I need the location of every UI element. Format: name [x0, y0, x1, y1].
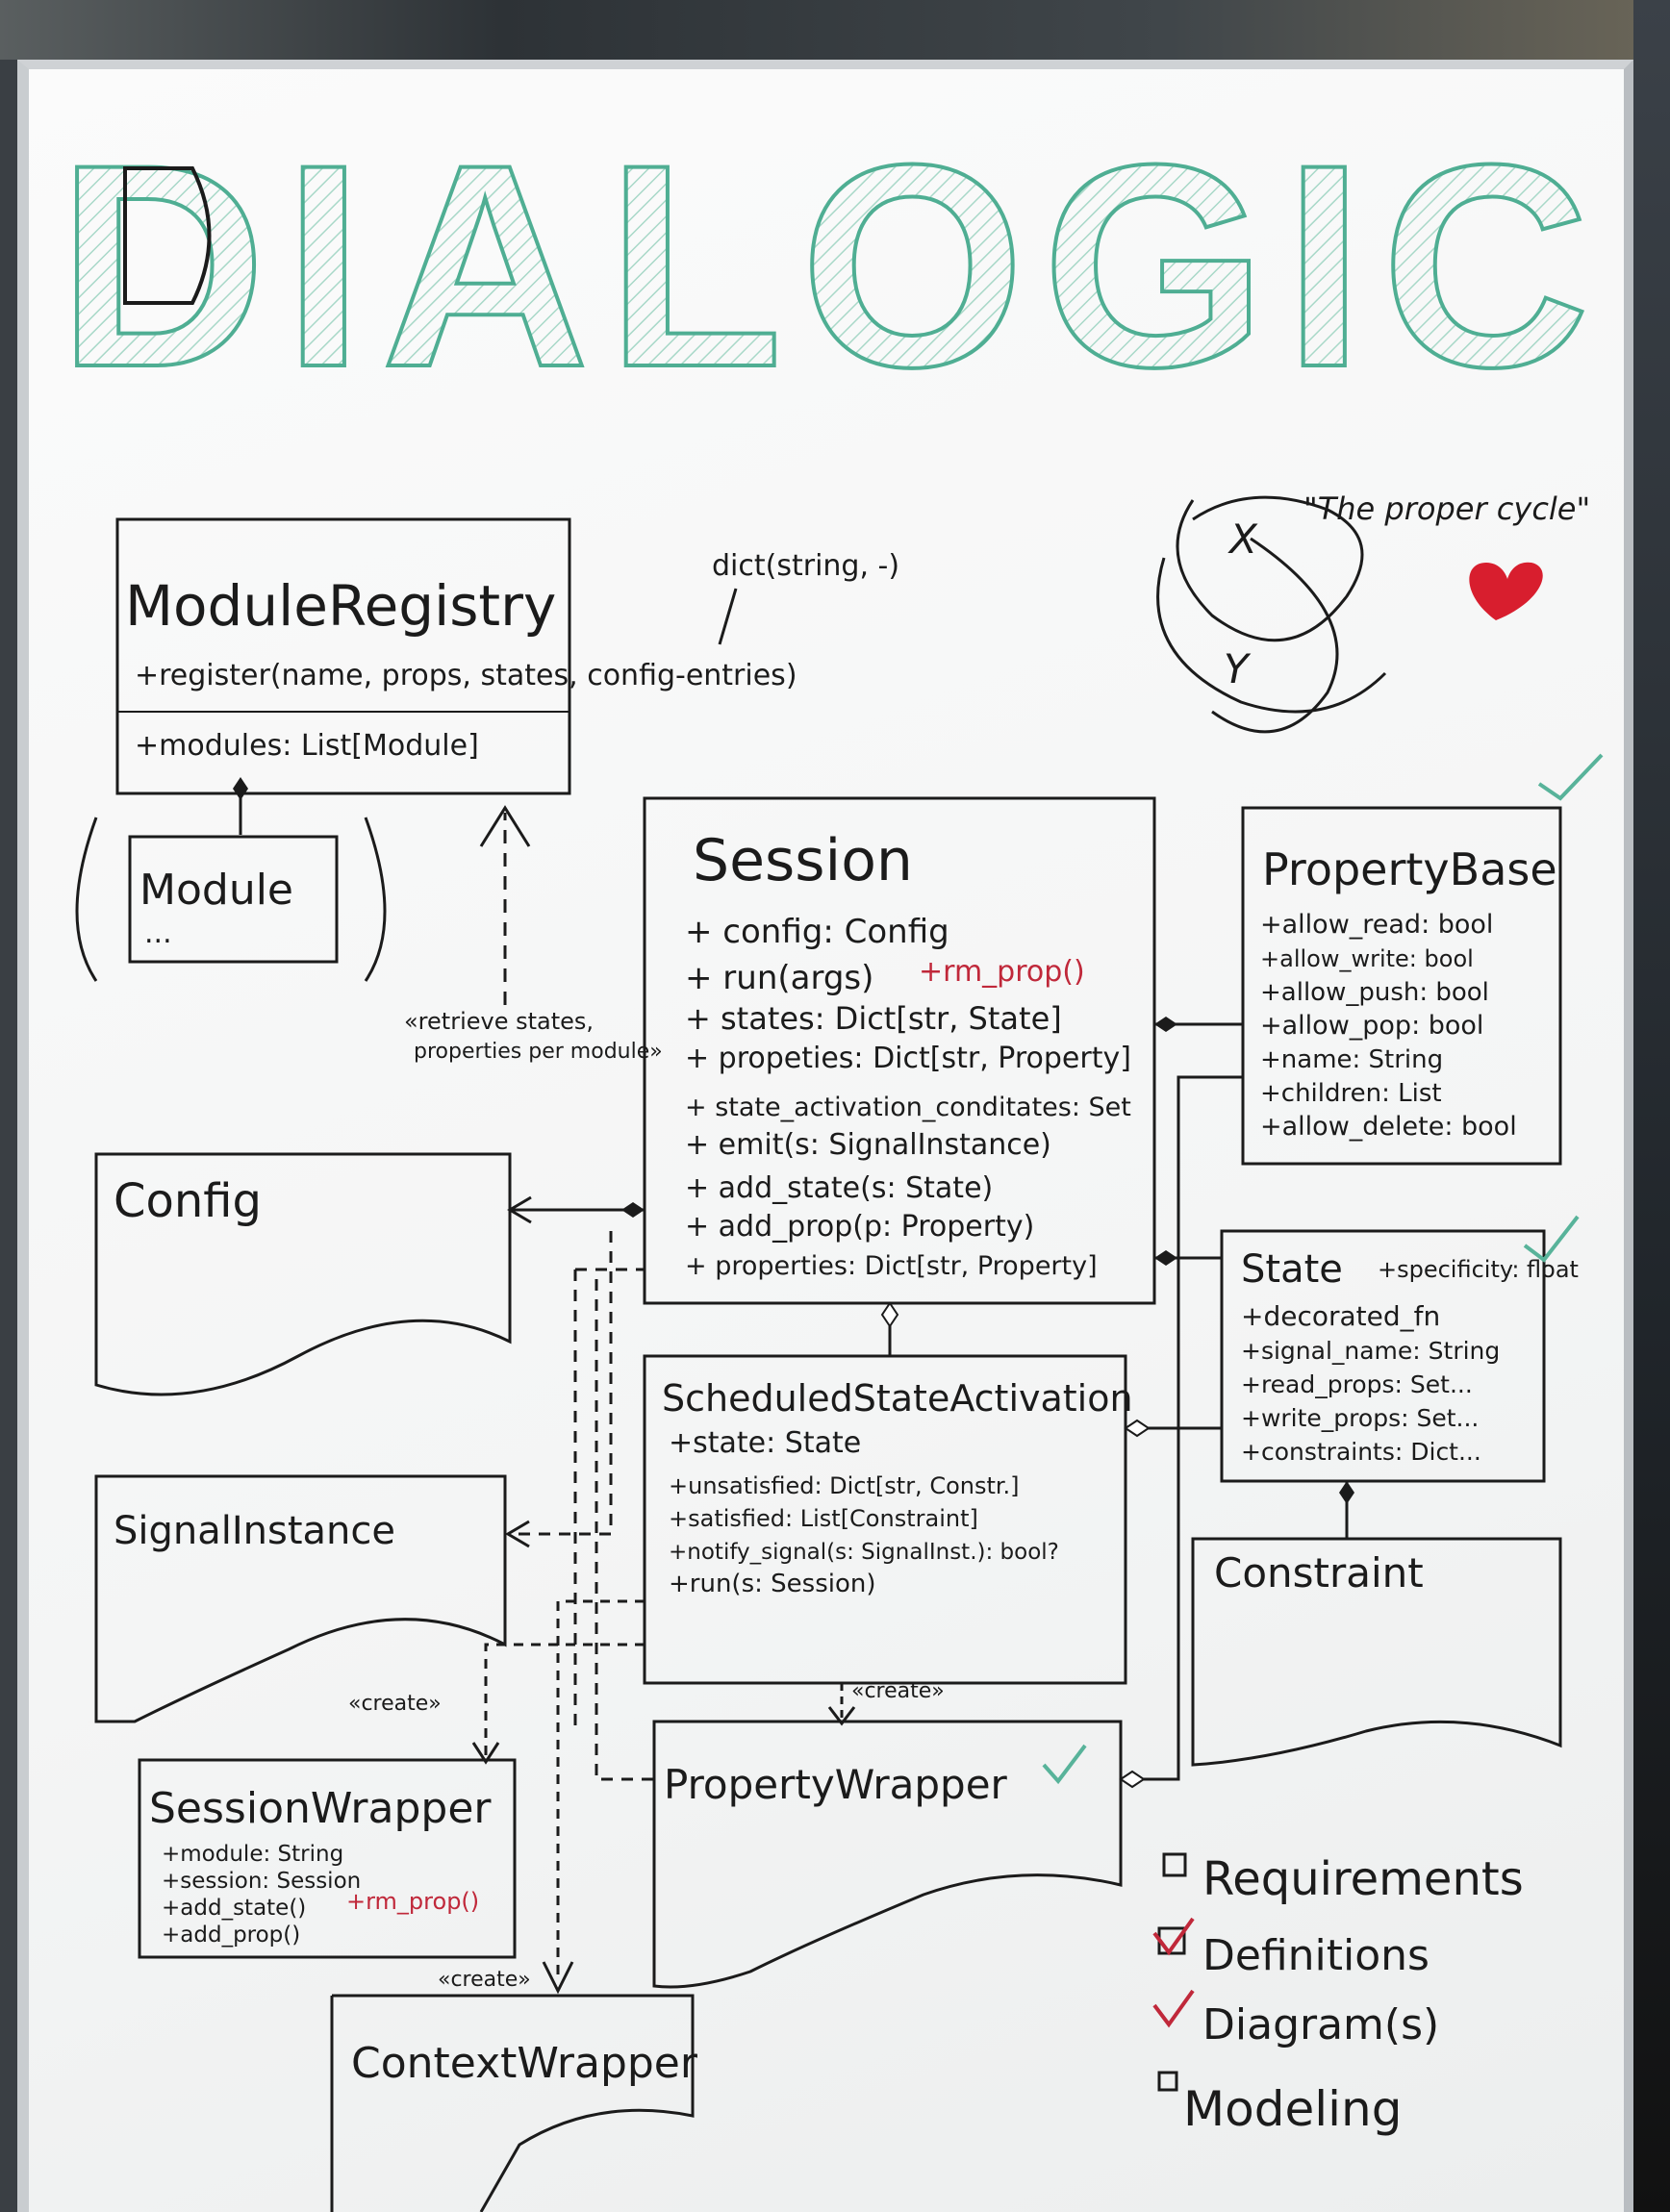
state-line-2: +signal_name: String: [1241, 1337, 1500, 1365]
property-wrapper-class: PropertyWrapper: [654, 1722, 1121, 1987]
property-base-line-7: +allow_delete: bool: [1260, 1112, 1517, 1142]
module-registry-line-2: +modules: List[Module]: [135, 729, 479, 763]
checklist-label-requirements: Requirements: [1202, 1852, 1524, 1906]
session-wrapper-line-2: +session: Session: [162, 1869, 361, 1894]
create-label-2: «create»: [851, 1679, 945, 1703]
scheduled-class: ScheduledStateActivation +state: State +…: [645, 1356, 1133, 1683]
checklist-label-diagrams: Diagram(s): [1202, 2000, 1439, 2049]
property-base-line-4: +allow_pop: bool: [1260, 1011, 1483, 1041]
session-line-3: + states: Dict[str, State]: [685, 1000, 1062, 1037]
config-class: Config: [96, 1154, 510, 1395]
module-registry-line-1: +register(name, props, states, config-en…: [135, 659, 797, 692]
module-ellipsis: ...: [144, 917, 172, 950]
state-check-icon: [1525, 1217, 1578, 1260]
property-base-line-1: +allow_read: bool: [1260, 910, 1493, 940]
session-wrapper-title: SessionWrapper: [149, 1784, 492, 1833]
property-wrapper-check-icon: [1044, 1746, 1085, 1781]
create-label-3: «create»: [438, 1968, 531, 1992]
property-base-line-6: +children: List: [1260, 1079, 1442, 1108]
scheduled-line-5: +run(s: Session): [669, 1570, 876, 1598]
session-wrapper-class: SessionWrapper +module: String +session:…: [139, 1760, 515, 1957]
constraint-title: Constraint: [1214, 1549, 1424, 1596]
scheduled-line-4: +notify_signal(s: SignalInst.): bool?: [669, 1540, 1059, 1565]
state-extra: +specificity: float: [1378, 1256, 1579, 1283]
property-base-line-5: +name: String: [1260, 1045, 1443, 1074]
heart-icon: [1469, 563, 1542, 620]
session-red-note: +rm_prop(): [919, 955, 1085, 989]
session-wrapper-create-arrow: [558, 1601, 645, 1981]
signal-create-arrow: [486, 1645, 645, 1760]
constraint-class: Constraint: [1193, 1539, 1560, 1765]
property-base-check-icon: [1539, 755, 1602, 798]
checklist-box-requirements: [1164, 1854, 1185, 1875]
session-line-1: + config: Config: [685, 913, 949, 951]
session-class: Session + config: Config + run(args) +rm…: [645, 798, 1154, 1303]
session-wrapper-line-1: +module: String: [162, 1842, 343, 1867]
context-wrapper-title: ContextWrapper: [351, 2039, 698, 2088]
state-title: State: [1241, 1247, 1343, 1292]
signal-instance-class: SignalInstance: [96, 1476, 505, 1722]
context-wrapper-class: ContextWrapper: [332, 1996, 698, 2212]
cycle-doodle: X Y "The proper cycle": [1158, 490, 1591, 732]
state-line-4: +write_props: Set...: [1241, 1404, 1479, 1432]
signal-instance-title: SignalInstance: [114, 1509, 395, 1553]
checklist-box-modeling: [1159, 2073, 1177, 2090]
module-registry-class: ModuleRegistry +register(name, props, st…: [117, 519, 797, 793]
scheduled-title: ScheduledStateActivation: [662, 1377, 1133, 1420]
property-base-line-3: +allow_push: bool: [1260, 978, 1489, 1007]
cycle-label: "The proper cycle": [1303, 490, 1590, 527]
session-line-8: + add_prop(p: Property): [685, 1210, 1034, 1244]
module-title: Module: [139, 866, 293, 915]
retrieve-note-1: «retrieve states,: [404, 1008, 594, 1035]
session-line-5: + state_activation_conditates: Set: [685, 1093, 1131, 1122]
scheduled-line-2: +unsatisfied: Dict[str, Constr.]: [669, 1472, 1020, 1499]
cycle-y: Y: [1224, 645, 1252, 692]
module-registry-title: ModuleRegistry: [125, 573, 556, 639]
create-label-1: «create»: [348, 1692, 442, 1716]
session-line-2: + run(args): [685, 959, 873, 997]
state-class: State +specificity: float +decorated_fn …: [1222, 1231, 1579, 1481]
session-wrapper-line-3: +add_state(): [162, 1896, 306, 1921]
retrieve-note-2: properties per module»: [414, 1040, 663, 1064]
session-line-4: + propeties: Dict[str, Property]: [685, 1042, 1131, 1075]
session-line-9: + properties: Dict[str, Property]: [685, 1251, 1098, 1281]
scheduled-line-3: +satisfied: List[Constraint]: [669, 1505, 978, 1532]
dict-annotation: dict(string, -): [712, 549, 899, 583]
checklist-label-modeling: Modeling: [1183, 2081, 1402, 2137]
config-title: Config: [114, 1174, 262, 1228]
state-line-1: +decorated_fn: [1241, 1300, 1440, 1332]
checklist-check-diagrams: [1154, 1991, 1193, 2024]
property-wrapper-title: PropertyWrapper: [664, 1761, 1008, 1808]
property-base-title: PropertyBase: [1262, 843, 1557, 895]
dict-arrow: [720, 589, 736, 644]
module-composition-diamond: [233, 777, 248, 800]
session-title: Session: [693, 827, 913, 894]
scheduled-line-1: +state: State: [669, 1426, 861, 1460]
session-wrapper-line-4: +add_prop(): [162, 1923, 300, 1948]
session-line-6: + emit(s: SignalInstance): [685, 1128, 1051, 1162]
state-line-5: +constraints: Dict...: [1241, 1438, 1481, 1466]
session-wrapper-red-note: +rm_prop(): [346, 1888, 479, 1915]
session-line-7: + add_state(s: State): [685, 1171, 993, 1205]
property-base-class: PropertyBase +allow_read: bool +allow_wr…: [1243, 808, 1560, 1164]
checklist: Requirements Definitions Diagram(s) Mode…: [1154, 1852, 1524, 2137]
cycle-x: X: [1227, 515, 1258, 563]
property-base-line-2: +allow_write: bool: [1260, 945, 1474, 972]
state-line-3: +read_props: Set...: [1241, 1370, 1473, 1398]
module-class: Module ...: [77, 777, 385, 981]
board-title: DIALOGIC: [58, 104, 1607, 427]
checklist-label-definitions: Definitions: [1202, 1931, 1430, 1980]
